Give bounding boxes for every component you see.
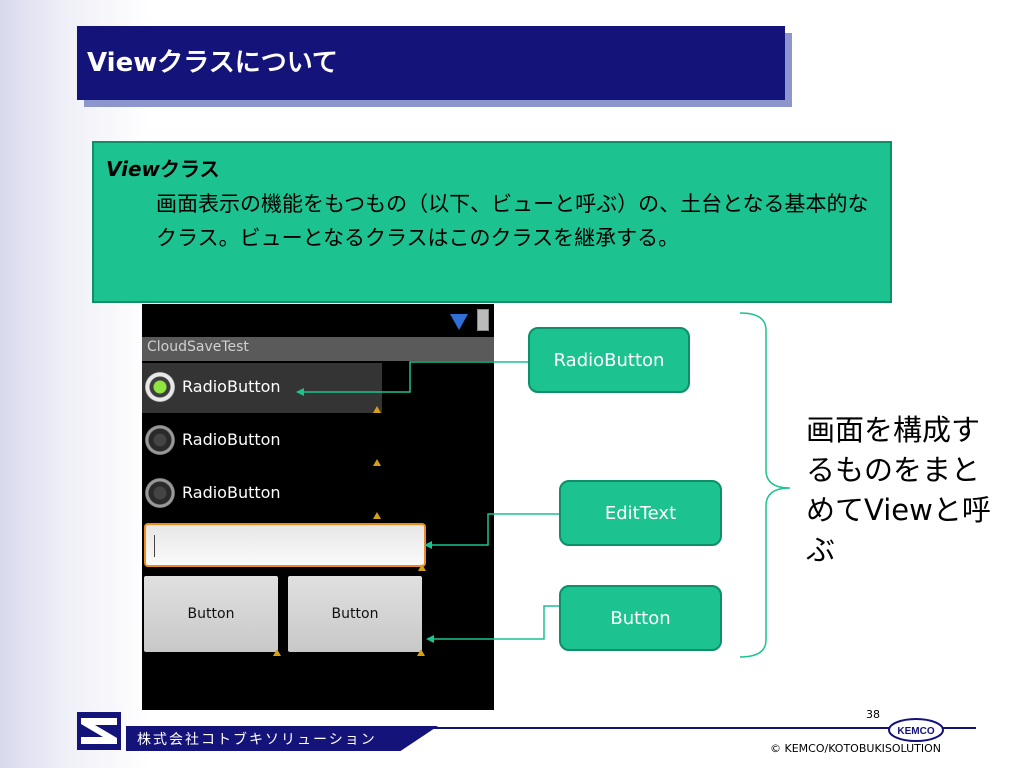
box-body: 画面表示の機能をもつもの（以下、ビューと呼ぶ）の、土台となる基本的なクラス。ビュ… — [156, 192, 869, 250]
callout-radiobutton: RadioButton — [528, 327, 690, 393]
radio-label: RadioButton — [182, 483, 281, 502]
radio-button-1[interactable]: RadioButton — [142, 363, 382, 413]
text-cursor — [154, 535, 155, 557]
side-explanation: 画面を構成するものをまとめてViewと呼ぶ — [806, 413, 991, 567]
button-2[interactable]: Button — [288, 576, 422, 652]
copyright-text: © KEMCO/KOTOBUKISOLUTION — [770, 742, 942, 755]
warning-icon — [273, 649, 281, 656]
status-bar — [142, 304, 494, 334]
warning-icon — [418, 564, 426, 571]
company-logo-icon — [77, 712, 121, 750]
button-1[interactable]: Button — [144, 576, 278, 652]
box-heading-italic: View — [106, 157, 161, 181]
phone-screenshot: CloudSaveTest RadioButton RadioButton Ra… — [142, 304, 494, 710]
title-bar: Viewクラスについて — [77, 26, 785, 100]
radio-button-3[interactable]: RadioButton — [142, 469, 382, 519]
radio-unselected-icon — [145, 425, 175, 455]
warning-icon — [417, 649, 425, 656]
radio-selected-icon — [145, 372, 175, 402]
footer-company-name: 株式会社コトブキソリューション — [137, 732, 377, 748]
slide-title: Viewクラスについて — [87, 48, 338, 78]
footer-company-band — [126, 726, 438, 751]
description-box: Viewクラス 画面表示の機能をもつもの（以下、ビューと呼ぶ）の、土台となる基本… — [92, 141, 892, 303]
kemco-logo-text: KEMCO — [897, 726, 934, 737]
radio-label: RadioButton — [182, 430, 281, 449]
warning-icon — [373, 406, 381, 413]
wifi-icon — [450, 314, 468, 330]
kemco-logo-icon: KEMCO — [888, 718, 944, 742]
callout-button: Button — [559, 585, 722, 651]
box-heading: Viewクラス — [106, 153, 220, 182]
warning-icon — [373, 459, 381, 466]
radio-unselected-icon — [145, 478, 175, 508]
warning-icon — [373, 512, 381, 519]
app-title: CloudSaveTest — [147, 339, 249, 355]
page-number: 38 — [866, 708, 880, 721]
battery-icon — [477, 309, 489, 331]
radio-button-2[interactable]: RadioButton — [142, 416, 382, 466]
callout-edittext: EditText — [559, 480, 722, 546]
radio-label: RadioButton — [182, 377, 281, 396]
edit-text-field[interactable] — [144, 523, 426, 567]
footer-divider — [398, 727, 976, 729]
box-heading-rest: クラス — [160, 157, 220, 181]
app-title-bar: CloudSaveTest — [142, 337, 494, 361]
